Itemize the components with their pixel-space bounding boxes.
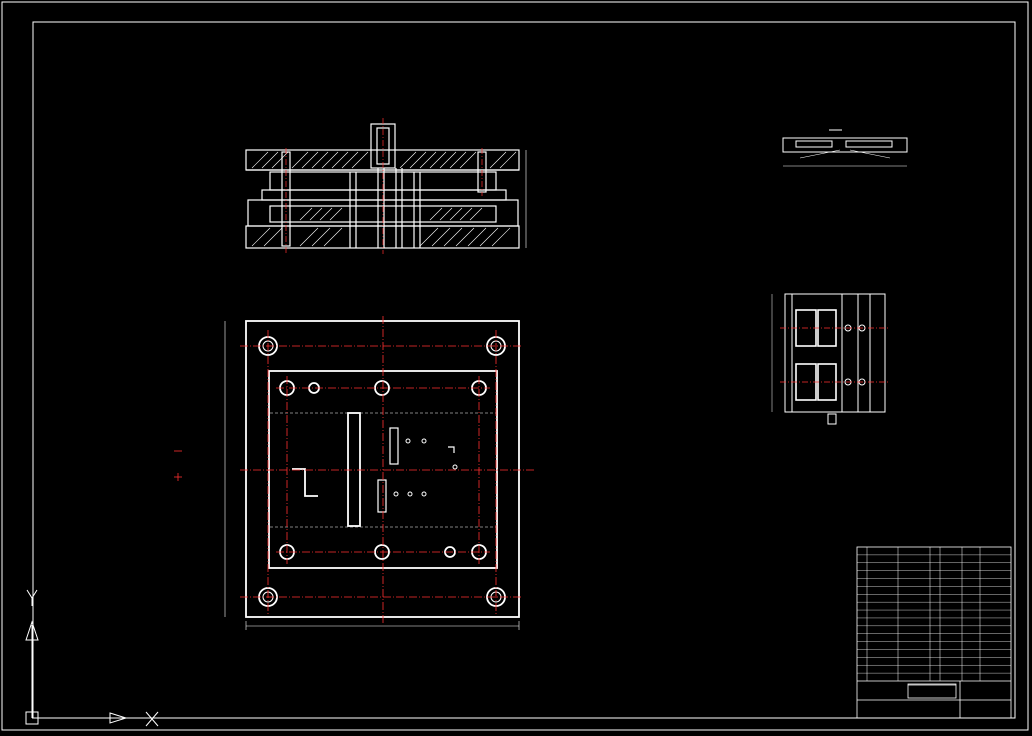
ucs-axis-icon (25, 589, 128, 725)
part-section-view[interactable] (782, 129, 908, 167)
plan-center-lines (240, 316, 534, 624)
bom-row-lines (857, 554, 1011, 674)
title-block (856, 546, 1012, 719)
crosshair-cursor-icon (145, 711, 159, 727)
plan-dimensions (224, 321, 520, 630)
section-center-lines (285, 118, 483, 254)
side-center-lines (780, 327, 890, 383)
plan-cursor-marks (174, 450, 182, 481)
side-section-view[interactable] (771, 293, 886, 425)
front-section-view[interactable] (245, 123, 527, 249)
drawing-frame (32, 21, 1016, 719)
